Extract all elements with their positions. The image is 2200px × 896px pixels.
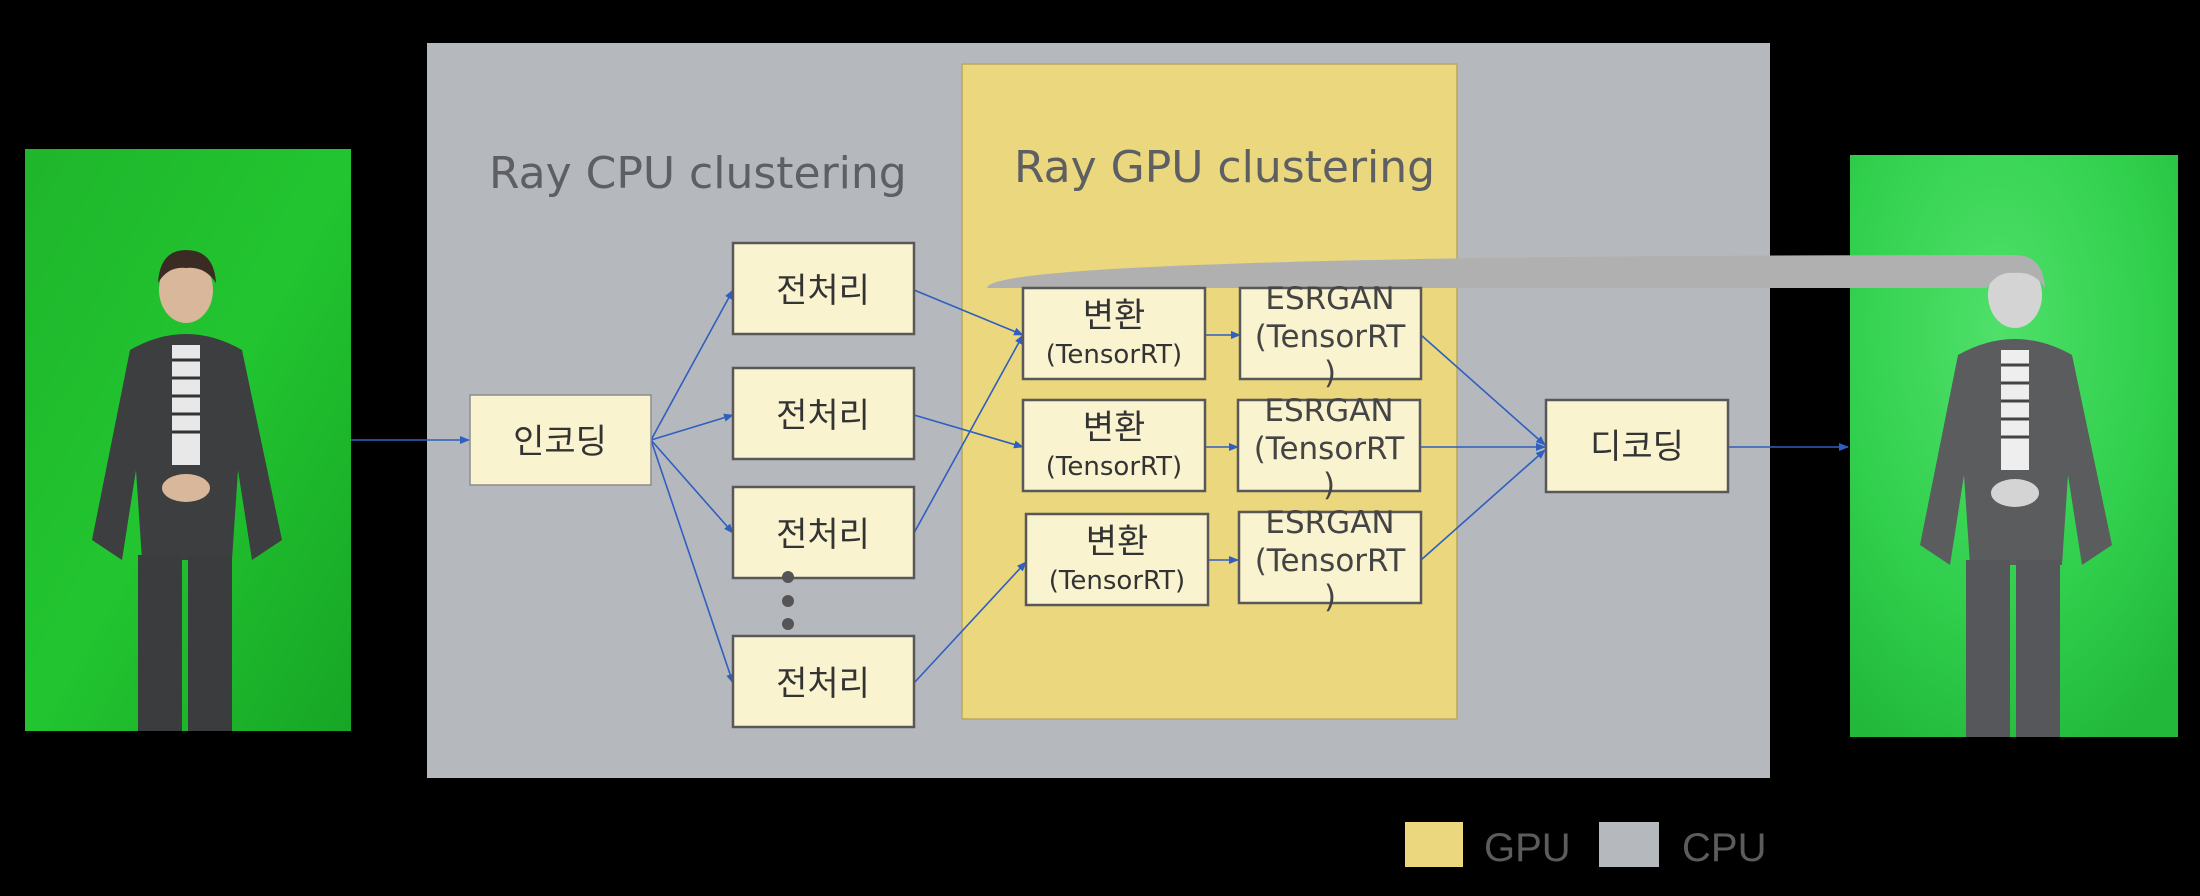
preprocess-node: 전처리 — [731, 485, 916, 580]
esrgan-label: ESRGAN — [1265, 281, 1394, 317]
esrgan-sublabel-end: ) — [1324, 355, 1336, 391]
esrgan-sublabel: (TensorRT — [1254, 431, 1406, 467]
esrgan-node: ESRGAN (TensorRT ) — [1237, 505, 1423, 615]
preprocess-node: 전처리 — [731, 241, 916, 336]
input-person-figure — [92, 250, 282, 731]
output-image — [987, 155, 2178, 737]
gpu-cluster-title: Ray GPU clustering — [1014, 142, 1435, 193]
convert-sublabel: (TensorRT) — [1046, 340, 1182, 370]
output-person-figure — [987, 255, 2112, 737]
convert-node: 변환 (TensorRT) — [1024, 512, 1210, 607]
decoding-label: 디코딩 — [1590, 427, 1684, 467]
convert-label: 변환 — [1083, 296, 1146, 336]
preprocess-node: 전처리 — [731, 634, 916, 729]
legend-gpu-swatch — [1405, 822, 1463, 867]
legend-gpu-label: GPU — [1484, 826, 1571, 870]
convert-node: 변환 (TensorRT) — [1021, 398, 1207, 493]
preprocess-label: 전처리 — [776, 515, 870, 555]
convert-sublabel: (TensorRT) — [1049, 566, 1185, 596]
esrgan-label: ESRGAN — [1265, 505, 1394, 541]
legend-cpu-swatch — [1599, 822, 1659, 867]
ellipsis-dots — [782, 571, 794, 630]
esrgan-node: ESRGAN (TensorRT ) — [1238, 281, 1423, 391]
convert-label: 변환 — [1083, 408, 1146, 448]
gpu-cluster-panel — [961, 63, 1458, 720]
preprocess-label: 전처리 — [776, 396, 870, 436]
flow-arrows — [351, 289, 1849, 684]
preprocess-label: 전처리 — [776, 664, 870, 704]
esrgan-label: ESRGAN — [1264, 393, 1393, 429]
esrgan-sublabel-end: ) — [1323, 467, 1335, 503]
esrgan-sublabel: (TensorRT — [1255, 543, 1407, 579]
preprocess-node: 전처리 — [731, 366, 916, 461]
esrgan-sublabel-end: ) — [1324, 579, 1336, 615]
cpu-cluster-title: Ray CPU clustering — [489, 148, 907, 199]
preprocess-label: 전처리 — [776, 271, 870, 311]
convert-label: 변환 — [1086, 522, 1149, 562]
convert-sublabel: (TensorRT) — [1046, 452, 1182, 482]
convert-node: 변환 (TensorRT) — [1021, 286, 1207, 381]
legend-cpu-label: CPU — [1682, 826, 1766, 870]
legend: GPU CPU — [1405, 822, 1766, 870]
encoding-node: 인코딩 — [469, 394, 652, 486]
input-image — [25, 149, 351, 731]
esrgan-node: ESRGAN (TensorRT ) — [1236, 393, 1422, 503]
esrgan-sublabel: (TensorRT — [1255, 319, 1407, 355]
decoding-node: 디코딩 — [1544, 398, 1730, 494]
encoding-label: 인코딩 — [513, 422, 607, 462]
